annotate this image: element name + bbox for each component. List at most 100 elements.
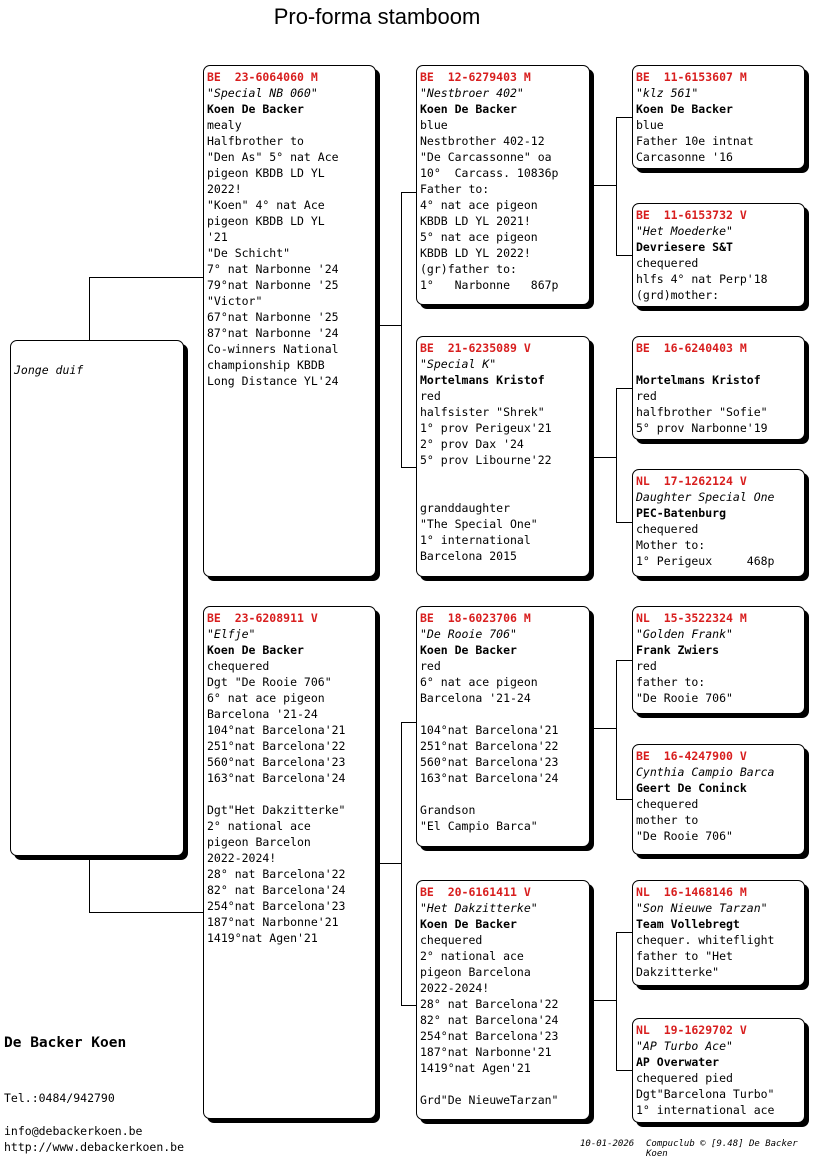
- pigeon-card-father-father[interactable]: BE 12-6279403 M"Nestbroer 402"Koen De Ba…: [416, 65, 590, 305]
- pigeon-name: "Special K": [420, 357, 497, 371]
- connector: [590, 457, 616, 458]
- pigeon-card-ffm[interactable]: BE 11-6153732 V"Het Moederke"Devriesere …: [632, 203, 805, 307]
- pigeon-card-mff[interactable]: NL 15-3522324 M"Golden Frank"Frank Zwier…: [632, 606, 805, 714]
- detail-line: pigeon KBDB LD YL: [207, 166, 325, 180]
- ring-number: BE 18-6023706 M: [420, 611, 531, 625]
- detail-line: Long Distance YL'24: [207, 374, 339, 388]
- connector: [616, 117, 632, 118]
- connector: [590, 728, 616, 729]
- pigeon-card-father-mother[interactable]: BE 21-6235089 V"Special K"Mortelmans Kri…: [416, 336, 590, 577]
- detail-line: mealy: [207, 118, 242, 132]
- pigeon-name: "Het Dakzitterke": [420, 901, 538, 915]
- detail-line: '21: [207, 230, 228, 244]
- detail-line: Barcelona '21-24: [420, 691, 531, 705]
- ring-number: BE 11-6153732 V: [636, 208, 747, 222]
- detail-line: 254°nat Barcelona'23: [207, 899, 346, 913]
- detail-line: Grd"De NieuweTarzan": [420, 1093, 559, 1107]
- detail-line: 2022!: [207, 182, 242, 196]
- detail-line: chequered pied: [636, 1071, 733, 1085]
- detail-line: [207, 786, 371, 802]
- connector: [616, 799, 632, 800]
- pigeon-card-mother-mother[interactable]: BE 20-6161411 V"Het Dakzitterke"Koen De …: [416, 880, 590, 1120]
- detail-line: Mother to:: [636, 538, 706, 552]
- detail-line: "Den As" 5° nat Ace: [207, 150, 339, 164]
- detail-line: 87°nat Narbonne '24: [207, 326, 339, 340]
- detail-line: Dakzitterke": [636, 965, 720, 979]
- detail-line: [420, 706, 585, 722]
- detail-line: 560°nat Barcelona'23: [207, 755, 346, 769]
- connector: [89, 856, 90, 913]
- pigeon-name: "Het Moederke": [636, 224, 733, 238]
- detail-line: "The Special One": [420, 517, 538, 531]
- detail-line: "Victor": [207, 294, 263, 308]
- footer-date: 10-01-2026: [580, 1139, 635, 1149]
- connector: [616, 660, 632, 661]
- detail-line: 1° Narbonne 867p: [420, 278, 559, 292]
- pigeon-card-father[interactable]: BE 23-6064060 M"Special NB 060"Koen De B…: [203, 65, 376, 577]
- detail-line: 163°nat Barcelona'24: [207, 771, 346, 785]
- connector: [376, 863, 401, 864]
- detail-line: chequered: [636, 522, 699, 536]
- detail-line: pigeon Barcelon: [207, 835, 311, 849]
- pigeon-card-mmf[interactable]: NL 16-1468146 M"Son Nieuwe Tarzan"Team V…: [632, 880, 805, 986]
- ring-number: BE 11-6153607 M: [636, 70, 747, 84]
- pigeon-card-mother-father[interactable]: BE 18-6023706 M"De Rooie 706"Koen De Bac…: [416, 606, 590, 847]
- owner-name: Koen De Backer: [420, 102, 517, 116]
- detail-line: Dgt"Barcelona Turbo": [636, 1087, 775, 1101]
- connector: [89, 912, 203, 913]
- detail-line: blue: [636, 118, 664, 132]
- detail-line: 254°nat Barcelona'23: [420, 1029, 559, 1043]
- detail-line: 1° prov Perigeux'21: [420, 421, 552, 435]
- pigeon-card-mmm[interactable]: NL 19-1629702 V"AP Turbo Ace"AP Overwate…: [632, 1018, 805, 1123]
- connector: [376, 325, 401, 326]
- detail-line: father to "Het: [636, 949, 733, 963]
- ring-number: BE 23-6064060 M: [207, 70, 318, 84]
- connector: [616, 522, 632, 523]
- pigeon-name: "AP Turbo Ace": [636, 1039, 733, 1053]
- detail-line: hlfs 4° nat Perp'18: [636, 272, 768, 286]
- detail-line: 2022-2024!: [420, 981, 490, 995]
- detail-line: chequered: [207, 659, 270, 673]
- detail-line: 560°nat Barcelona'23: [420, 755, 559, 769]
- detail-line: [420, 1076, 585, 1092]
- detail-line: 67°nat Narbonne '25: [207, 310, 339, 324]
- detail-line: 2° national ace: [207, 819, 311, 833]
- pigeon-name: Daughter Special One: [636, 490, 775, 504]
- connector: [616, 932, 617, 1070]
- detail-line: red: [420, 389, 441, 403]
- breeder-website[interactable]: http://www.debackerkoen.be: [4, 1140, 185, 1154]
- connector: [401, 722, 402, 1005]
- connector: [616, 1070, 632, 1071]
- detail-line: Father 10e intnat: [636, 134, 754, 148]
- subject-card[interactable]: Jonge duif: [10, 340, 184, 856]
- detail-line: "De Schicht": [207, 246, 291, 260]
- detail-line: red: [420, 659, 441, 673]
- detail-line: 6° nat ace pigeon: [420, 675, 538, 689]
- detail-line: 1419°nat Agen'21: [420, 1061, 531, 1075]
- connector: [401, 192, 402, 467]
- ring-number: NL 15-3522324 M: [636, 611, 747, 625]
- pigeon-name: Cynthia Campio Barca: [636, 765, 775, 779]
- detail-line: 6° nat ace pigeon: [207, 691, 325, 705]
- detail-line: championship KBDB: [207, 358, 325, 372]
- detail-line: 4° nat ace pigeon: [420, 198, 538, 212]
- ring-number: NL 17-1262124 V: [636, 474, 747, 488]
- detail-line: mother to: [636, 813, 699, 827]
- detail-line: Carcasonne '16: [636, 150, 733, 164]
- detail-line: "De Rooie 706": [636, 691, 733, 705]
- detail-line: 104°nat Barcelona'21: [207, 723, 346, 737]
- detail-line: chequered: [636, 797, 699, 811]
- owner-name: Koen De Backer: [420, 917, 517, 931]
- connector: [89, 277, 203, 278]
- detail-line: 7° nat Narbonne '24: [207, 262, 339, 276]
- pigeon-name: "Golden Frank": [636, 627, 733, 641]
- breeder-email[interactable]: info@debackerkoen.be: [4, 1124, 143, 1138]
- detail-line: red: [636, 389, 657, 403]
- detail-line: chequered: [636, 256, 699, 270]
- pigeon-name: "Nestbroer 402": [420, 86, 524, 100]
